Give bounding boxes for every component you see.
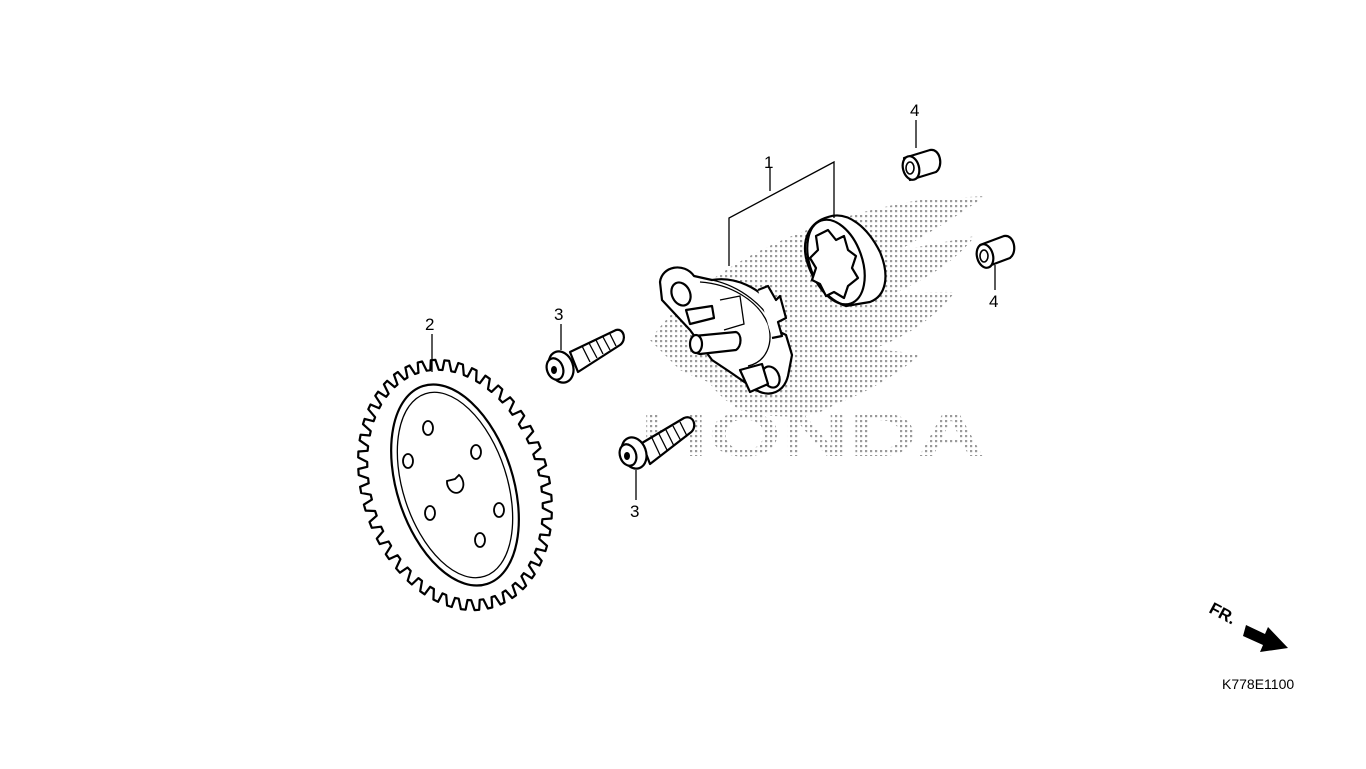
honda-watermark-text: HONDA (640, 401, 985, 470)
front-direction-indicator: FR. (1206, 599, 1288, 652)
dowel-pin-upper (901, 148, 942, 182)
oil-pump-body (658, 266, 794, 395)
drive-gear (357, 358, 553, 612)
bolt-upper (545, 328, 626, 384)
callout-3-upper: 3 (554, 305, 563, 324)
oil-pump-rotor (803, 214, 887, 308)
diagram-code: K778E1100 (1222, 676, 1295, 692)
callout-4-lower: 4 (989, 292, 998, 311)
callout-2: 2 (425, 315, 434, 334)
callout-4-upper: 4 (910, 101, 919, 120)
bolt-lower (618, 416, 696, 470)
leader-lines (431, 120, 996, 500)
gear-holes (402, 420, 505, 548)
callout-1: 1 (764, 153, 773, 172)
dowel-pin-lower (975, 234, 1016, 269)
gear-center-hole (446, 473, 465, 494)
arrow-icon (1243, 625, 1288, 652)
callout-3-lower: 3 (630, 502, 639, 521)
front-label: FR. (1206, 599, 1239, 629)
